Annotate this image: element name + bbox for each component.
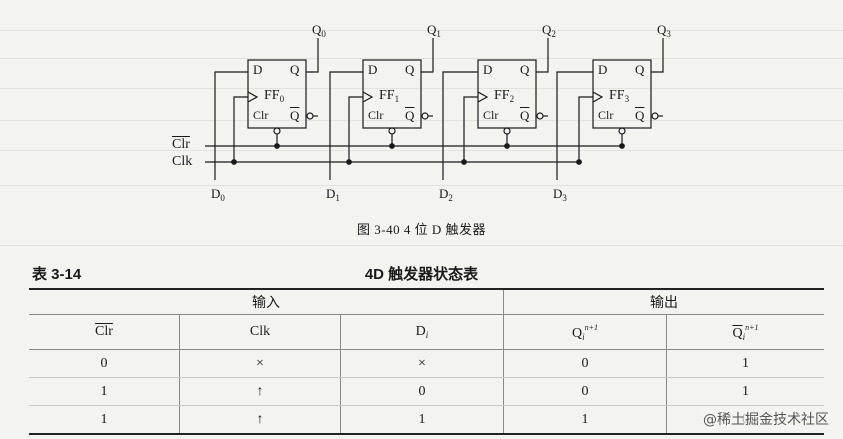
figure-caption: 图 3-40 4 位 D 触发器	[357, 222, 486, 237]
ff-q-pin-label: Q	[405, 62, 415, 77]
col-q-header: Qin+1	[503, 314, 667, 350]
ff-data-input-label: D3	[553, 186, 567, 203]
col-d-header: Di	[340, 314, 504, 350]
clr-input-label: Clr	[172, 137, 190, 152]
table-row: 1↑110	[29, 405, 824, 435]
ff-clr-pin-label: Clr	[368, 108, 384, 122]
d-flipflop-circuit	[205, 38, 664, 180]
col-clr-header: Clr	[29, 314, 180, 350]
ff-clr-pin-label: Clr	[253, 108, 269, 122]
ff-data-input-label: D0	[211, 186, 225, 203]
input-group-header: 输入	[29, 289, 504, 315]
ff-d-pin-label: D	[253, 62, 263, 77]
ff-q-pin-label: Q	[520, 62, 530, 77]
col-clk-header: Clk	[179, 314, 341, 350]
ff-output-label: Q0	[312, 22, 326, 39]
ff-data-input-label: D1	[326, 186, 340, 203]
ff-q-pin-label: Q	[290, 62, 300, 77]
ff-d-pin-label: D	[598, 62, 608, 77]
ff-name-label: FF2	[494, 88, 515, 104]
ff-output-label: Q1	[427, 22, 441, 39]
output-group-header: 输出	[503, 289, 824, 315]
table-number: 表 3-14	[32, 266, 82, 283]
col-qbar-header: Qin+1	[666, 314, 824, 350]
ff-qbar-pin-label: Q	[290, 108, 300, 123]
watermark: @稀土掘金技术社区	[703, 409, 829, 429]
ff-qbar-pin-label: Q	[520, 108, 530, 123]
ff-clr-pin-label: Clr	[598, 108, 614, 122]
ff-q-pin-label: Q	[635, 62, 645, 77]
ff-data-input-label: D2	[439, 186, 453, 203]
table-title: 4D 触发器状态表	[364, 266, 479, 283]
ff-d-pin-label: D	[368, 62, 378, 77]
ff-d-pin-label: D	[483, 62, 493, 77]
ff-qbar-pin-label: Q	[405, 108, 415, 123]
ff-clr-pin-label: Clr	[483, 108, 499, 122]
ff-name-label: FF3	[609, 88, 630, 104]
ff-qbar-pin-label: Q	[635, 108, 645, 123]
ff-output-label: Q2	[542, 22, 556, 39]
ff-name-label: FF0	[264, 88, 285, 104]
clk-input-label: Clk	[172, 154, 193, 169]
ff-output-label: Q3	[657, 22, 671, 39]
ff-name-label: FF1	[379, 88, 400, 104]
